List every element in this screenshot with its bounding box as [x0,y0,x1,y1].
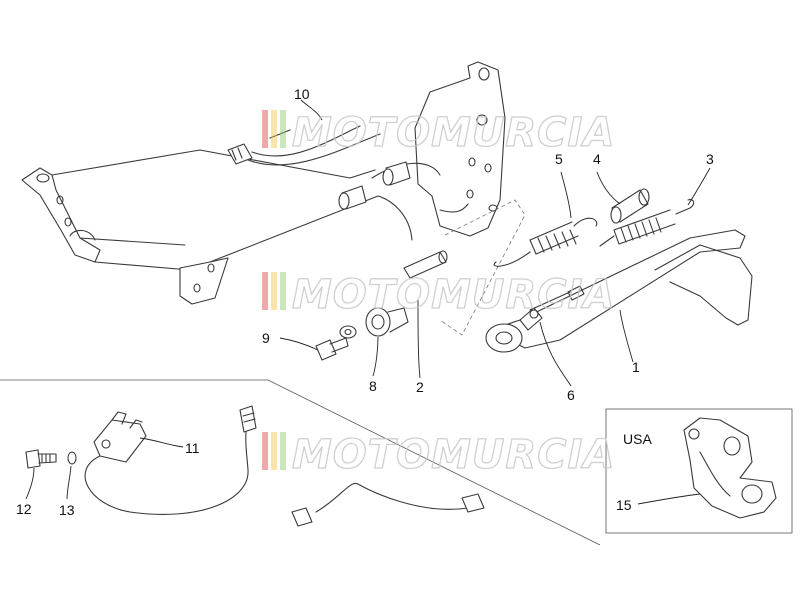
spring-5 [493,217,598,267]
callout-13: 13 [59,502,75,518]
wiring-harness-10 [227,125,381,166]
bolt-9 [315,325,357,361]
callout-10: 10 [294,86,310,102]
watermark-color-bar [271,432,277,470]
leader-lines [25,99,711,505]
callout-12: 12 [16,501,32,517]
callout-labels: 10 5 4 3 1 6 2 8 9 11 12 13 15 [16,86,714,518]
side-stand-switch [84,405,257,515]
watermark-color-bar [262,432,268,470]
callout-3: 3 [706,151,714,167]
bushing-4 [610,188,650,224]
watermark-bottom: MOTOMURCIA [262,431,615,479]
watermark-color-bar [280,272,286,310]
pivot-bolt [403,250,448,279]
watermark-text: MOTOMURCIA [292,110,615,156]
callout-9: 9 [262,330,270,346]
washer-8 [365,307,409,337]
watermark-color-bar [271,110,277,148]
callout-1: 1 [632,359,640,375]
callout-4: 4 [593,151,601,167]
usa-variant-box: USA [605,408,793,534]
usa-label: USA [623,431,652,447]
connector-cable [291,482,485,527]
watermark-color-bar [280,110,286,148]
watermark-color-bar [262,110,268,148]
watermark-middle: MOTOMURCIA [262,271,615,319]
watermark-color-bar [262,272,268,310]
watermark-text: MOTOMURCIA [292,272,615,318]
watermark-color-bar [271,272,277,310]
watermark-color-bar [280,432,286,470]
callout-5: 5 [555,151,563,167]
screw-12 [25,449,57,469]
callout-8: 8 [369,378,377,394]
spring-3 [599,199,695,247]
center-stand-frame [21,61,506,305]
assembly-outline [439,199,526,336]
watermark-text: MOTOMURCIA [292,432,615,478]
region-divider-diagonal [267,379,601,546]
bolt-6 [519,307,543,331]
callout-2: 2 [416,379,424,395]
callout-6: 6 [567,387,575,403]
washer-13 [67,451,77,465]
watermark-top: MOTOMURCIA [262,109,615,157]
callout-11: 11 [185,440,200,456]
callout-15: 15 [616,497,632,513]
side-stand [485,229,753,353]
